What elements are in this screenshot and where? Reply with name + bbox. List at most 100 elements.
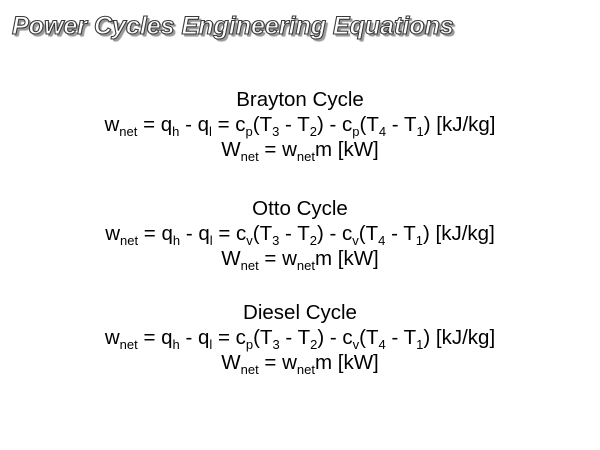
- symbol-w: w: [105, 222, 121, 245]
- subscript-p: p: [245, 337, 254, 352]
- diesel-cycle-block: Diesel Cycle wnet = qh - ql = cp(T3 - T2…: [0, 300, 600, 377]
- symbol-T: T: [297, 326, 311, 349]
- subscript-v: v: [246, 233, 253, 248]
- symbol-T: T: [403, 222, 416, 245]
- open-paren: (: [358, 222, 366, 245]
- symbol-q: q: [160, 113, 173, 136]
- symbol-q: q: [161, 326, 173, 349]
- symbol-q: q: [197, 326, 210, 349]
- minus: -: [180, 222, 199, 245]
- subscript-net: net: [120, 233, 139, 248]
- close-paren-minus: ) -: [316, 113, 343, 136]
- otto-cycle-block: Otto Cycle wnet = qh - ql = cv(T3 - T2) …: [0, 196, 600, 273]
- symbol-w: w: [282, 138, 297, 161]
- minus: -: [385, 326, 404, 349]
- equals: =: [212, 326, 236, 349]
- symbol-T: T: [259, 222, 273, 245]
- symbol-w: w: [104, 326, 120, 349]
- slide-title: Power Cycles Engineering Equations: [11, 11, 454, 40]
- symbol-w: w: [282, 351, 297, 374]
- subscript-2: 2: [310, 337, 318, 352]
- symbol-T: T: [297, 222, 310, 245]
- symbol-T: T: [259, 113, 273, 136]
- symbol-c: c: [342, 113, 353, 136]
- subscript-p: p: [245, 124, 253, 139]
- open-paren: (: [359, 113, 367, 136]
- minus: -: [179, 113, 198, 136]
- symbol-T: T: [366, 113, 379, 136]
- subscript-net: net: [296, 258, 315, 273]
- specific-work-equation-brayton: wnet = qh - ql = cp(T3 - T2) - cp(T4 - T…: [0, 112, 600, 139]
- minus: -: [385, 222, 404, 245]
- subscript-net: net: [240, 149, 259, 164]
- equals: =: [137, 113, 161, 136]
- subscript-2: 2: [309, 233, 317, 248]
- specific-work-equation-diesel: wnet = qh - ql = cp(T3 - T2) - cv(T4 - T…: [0, 325, 600, 352]
- subscript-3: 3: [272, 337, 280, 352]
- equals: =: [258, 247, 283, 270]
- subscript-v: v: [352, 337, 360, 352]
- subscript-4: 4: [378, 124, 387, 139]
- subscript-net: net: [296, 149, 315, 164]
- unit-power: [kW]: [332, 351, 379, 374]
- power-equation-brayton: Wnet = wnetm [kW]: [0, 137, 600, 164]
- subscript-1: 1: [415, 233, 423, 248]
- minus: -: [279, 113, 298, 136]
- open-paren: (: [252, 113, 260, 136]
- equals: =: [211, 113, 236, 136]
- symbol-m: m: [314, 247, 333, 270]
- power-equation-diesel: Wnet = wnetm [kW]: [0, 350, 600, 377]
- subscript-l: l: [209, 124, 212, 139]
- cycle-name-diesel: Diesel Cycle: [243, 301, 357, 324]
- symbol-q: q: [198, 222, 210, 245]
- subscript-h: h: [172, 124, 180, 139]
- symbol-T: T: [365, 222, 379, 245]
- symbol-T: T: [403, 326, 417, 349]
- specific-work-equation-otto: wnet = qh - ql = cv(T3 - T2) - cv(T4 - T…: [0, 221, 600, 248]
- open-paren: (: [252, 222, 260, 245]
- subscript-net: net: [296, 362, 315, 377]
- minus: -: [279, 326, 298, 349]
- equals: =: [137, 326, 162, 349]
- subscript-h: h: [172, 233, 181, 248]
- power-equation-otto: Wnet = wnetm [kW]: [0, 246, 600, 273]
- symbol-T: T: [403, 113, 417, 136]
- symbol-c: c: [342, 326, 353, 349]
- minus: -: [279, 222, 298, 245]
- close-paren-minus: ) -: [316, 222, 343, 245]
- close-paren: ): [423, 222, 430, 245]
- cycle-name-brayton: Brayton Cycle: [236, 88, 364, 111]
- subscript-4: 4: [378, 337, 386, 352]
- symbol-W: W: [221, 138, 241, 161]
- symbol-q: q: [161, 222, 173, 245]
- subscript-v: v: [352, 233, 359, 248]
- minus: -: [386, 113, 404, 136]
- symbol-T: T: [259, 326, 273, 349]
- subscript-h: h: [172, 337, 180, 352]
- unit-power: [kW]: [332, 247, 379, 270]
- subscript-l: l: [209, 233, 213, 248]
- subscript-1: 1: [416, 124, 424, 139]
- subscript-3: 3: [272, 233, 280, 248]
- subscript-net: net: [119, 337, 138, 352]
- open-paren: (: [253, 326, 260, 349]
- subscript-3: 3: [272, 124, 280, 139]
- equals: =: [138, 222, 162, 245]
- symbol-c: c: [342, 222, 353, 245]
- symbol-W: W: [221, 247, 241, 270]
- minus: -: [179, 326, 198, 349]
- close-paren-minus: ) -: [317, 326, 343, 349]
- subscript-net: net: [240, 362, 259, 377]
- subscript-p: p: [352, 124, 360, 139]
- unit-energy: [kJ/kg]: [430, 326, 496, 349]
- subscript-2: 2: [309, 124, 317, 139]
- symbol-c: c: [235, 113, 246, 136]
- symbol-c: c: [236, 222, 247, 245]
- close-paren: ): [423, 326, 431, 349]
- symbol-c: c: [235, 326, 246, 349]
- symbol-m: m: [314, 138, 333, 161]
- unit-energy: [kJ/kg]: [429, 222, 495, 245]
- symbol-w: w: [282, 247, 297, 270]
- equals: =: [258, 138, 283, 161]
- subscript-l: l: [209, 337, 213, 352]
